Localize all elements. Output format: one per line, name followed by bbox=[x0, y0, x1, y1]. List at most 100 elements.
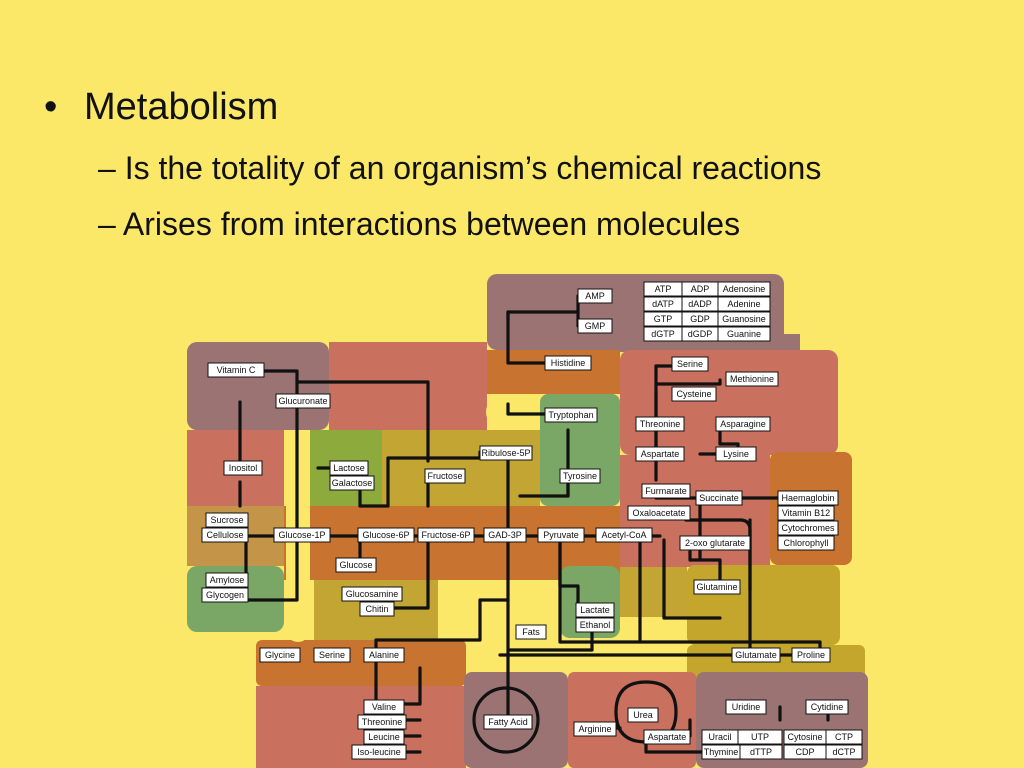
node-label: Asparagine bbox=[720, 419, 766, 429]
node-label: Guanosine bbox=[722, 314, 766, 324]
node-box bbox=[575, 602, 615, 618]
node-box bbox=[717, 296, 771, 312]
node-box bbox=[717, 326, 771, 342]
pathway-edge-6 bbox=[384, 482, 430, 610]
node-glucose1p: Glucose-1P bbox=[273, 527, 331, 543]
node-label: Fats bbox=[522, 627, 540, 637]
node-dctp: dCTP bbox=[825, 744, 863, 760]
node-box bbox=[627, 505, 691, 521]
node-box bbox=[717, 311, 771, 327]
node-label: Ethanol bbox=[580, 620, 611, 630]
region-salmon-5 bbox=[620, 350, 838, 455]
node-label: 2-oxo glutarate bbox=[685, 538, 745, 548]
node-chlorophyll: Chlorophyll bbox=[777, 535, 835, 551]
node-glucuronate: Glucuronate bbox=[275, 393, 331, 409]
node-box bbox=[693, 579, 741, 595]
node-label: Oxaloacetate bbox=[632, 508, 685, 518]
node-label: Glycine bbox=[265, 650, 295, 660]
node-label: Haemaglobin bbox=[781, 493, 834, 503]
node-label: Threonine bbox=[640, 419, 681, 429]
node-glucosamine: Glucosamine bbox=[341, 586, 403, 602]
node-cdp: CDP bbox=[783, 744, 827, 760]
node-box bbox=[544, 355, 592, 371]
node-box bbox=[737, 729, 783, 745]
node-box bbox=[777, 535, 835, 551]
node-dadp: dADP bbox=[681, 296, 719, 312]
node-oxaloacetate: Oxaloacetate bbox=[627, 505, 691, 521]
node-label: Chitin bbox=[365, 604, 388, 614]
node-label: Uridine bbox=[732, 702, 761, 712]
node-label: GTP bbox=[654, 314, 673, 324]
node-lactate: Lactate bbox=[575, 602, 615, 618]
node-label: Lactate bbox=[580, 605, 610, 615]
node-box bbox=[201, 527, 249, 543]
node-label: UTP bbox=[751, 732, 769, 742]
node-label: Tyrosine bbox=[563, 471, 597, 481]
node-label: Inositol bbox=[229, 463, 258, 473]
node-dttp: dTTP bbox=[739, 744, 783, 760]
node-box bbox=[575, 617, 615, 633]
node-box bbox=[717, 281, 771, 297]
node-label: Glutamine bbox=[696, 582, 737, 592]
node-box bbox=[363, 729, 405, 745]
node-box bbox=[577, 288, 613, 304]
node-label: Aspartate bbox=[641, 449, 680, 459]
node-label: ATP bbox=[655, 284, 672, 294]
region-salmon-3 bbox=[329, 342, 487, 430]
node-cytochromes: Cytochromes bbox=[777, 520, 839, 536]
diagram-regions bbox=[187, 274, 868, 768]
node-histidine: Histidine bbox=[544, 355, 592, 371]
node-label: Furmarate bbox=[645, 486, 687, 496]
region-purple-2 bbox=[187, 342, 329, 430]
node-two-oxo: 2-oxo glutarate bbox=[679, 535, 751, 551]
node-label: GDP bbox=[690, 314, 710, 324]
bullet-dot: • bbox=[44, 86, 58, 128]
node-adenine: Adenine bbox=[717, 296, 771, 312]
node-box bbox=[341, 586, 403, 602]
node-aspartate-top: Aspartate bbox=[635, 446, 685, 462]
node-leucine: Leucine bbox=[363, 729, 405, 745]
pathway-edge-22 bbox=[654, 364, 722, 386]
node-box bbox=[725, 371, 779, 387]
node-box bbox=[715, 416, 771, 432]
node-vitamin-c: Vitamin C bbox=[207, 362, 265, 378]
node-box bbox=[357, 714, 407, 730]
node-chitin: Chitin bbox=[359, 601, 395, 617]
node-sucrose: Sucrose bbox=[205, 512, 249, 528]
node-galactose: Galactose bbox=[329, 475, 375, 491]
node-label: GAD-3P bbox=[488, 530, 522, 540]
node-urea: Urea bbox=[627, 707, 659, 723]
node-label: Iso-leucine bbox=[357, 747, 401, 757]
node-box bbox=[205, 572, 249, 588]
node-box bbox=[537, 527, 585, 543]
node-label: dATP bbox=[652, 299, 674, 309]
node-label: Fatty Acid bbox=[488, 717, 528, 727]
node-label: Glycogen bbox=[206, 590, 244, 600]
pathway-edge-11 bbox=[506, 402, 547, 416]
node-guanosine: Guanosine bbox=[717, 311, 771, 327]
node-aspartate-bottom: Aspartate bbox=[643, 729, 691, 745]
node-furmarate: Furmarate bbox=[641, 483, 691, 499]
pathway-edge-1 bbox=[295, 380, 430, 463]
node-amp: AMP bbox=[577, 288, 613, 304]
node-cytosine: Cytosine bbox=[783, 729, 827, 745]
node-box bbox=[679, 535, 751, 551]
node-gmp: GMP bbox=[577, 318, 613, 334]
node-label: Histidine bbox=[551, 358, 586, 368]
node-box bbox=[205, 512, 249, 528]
node-serine-top: Serine bbox=[671, 356, 709, 372]
node-box bbox=[275, 393, 331, 409]
node-acetylcoa: Acetyl-CoA bbox=[595, 527, 653, 543]
node-box bbox=[805, 699, 849, 715]
node-label: Chlorophyll bbox=[783, 538, 828, 548]
pathway-edge-33 bbox=[508, 623, 594, 652]
node-arginine: Arginine bbox=[573, 721, 617, 737]
node-guanine: Guanine bbox=[717, 326, 771, 342]
node-tryptophan: Tryptophan bbox=[544, 407, 598, 423]
node-label: Fructose bbox=[427, 471, 462, 481]
node-box bbox=[825, 729, 863, 745]
node-box bbox=[573, 721, 617, 737]
node-tyrosine: Tyrosine bbox=[559, 468, 601, 484]
node-label: Cysteine bbox=[676, 389, 711, 399]
